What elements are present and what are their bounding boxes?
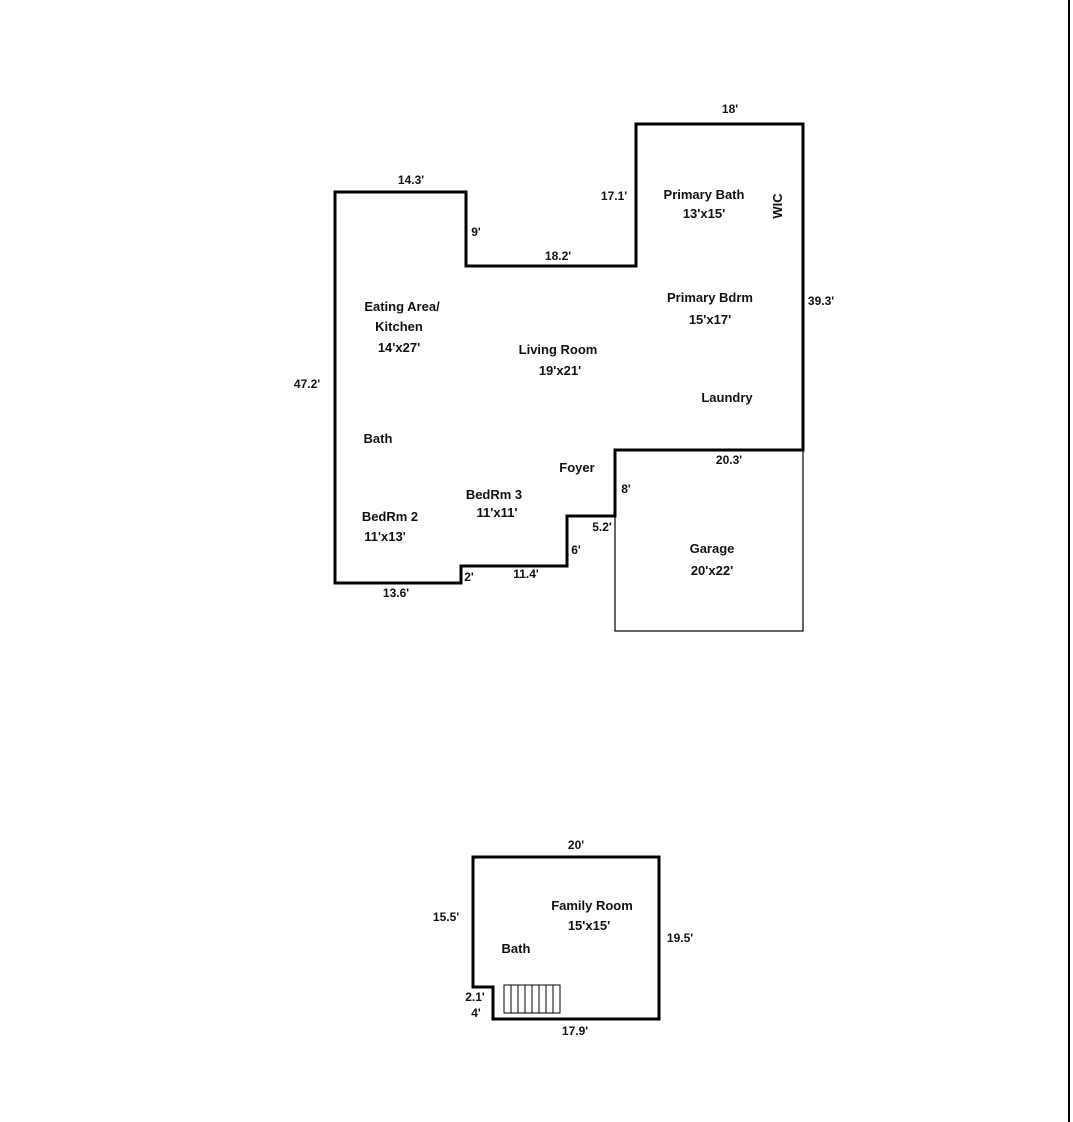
primary-bath-size: 13'x15'	[683, 206, 725, 221]
dim-39-3: 39.3'	[808, 294, 834, 308]
bedrm-2-label: BedRm 2	[362, 509, 418, 524]
family-room-size: 15'x15'	[568, 918, 610, 933]
main-floor: Eating Area/ Kitchen 14'x27' Living Room…	[294, 102, 834, 632]
foyer-label: Foyer	[559, 460, 594, 475]
garage-label: Garage	[690, 541, 735, 556]
eating-kitchen-label: Eating Area/	[364, 299, 440, 314]
bath-label: Bath	[364, 431, 393, 446]
garage-outline	[614, 449, 804, 632]
dim-lower-4: 4'	[471, 1006, 481, 1020]
wic-label: WIC	[770, 193, 785, 219]
dim-18-2: 18.2'	[545, 249, 571, 263]
laundry-label: Laundry	[701, 390, 753, 405]
living-room-size: 19'x21'	[539, 363, 581, 378]
stairs-icon	[503, 984, 561, 1014]
dim-8: 8'	[621, 482, 631, 496]
eating-kitchen-label-2: Kitchen	[375, 319, 423, 334]
dim-13-6: 13.6'	[383, 586, 409, 600]
eating-kitchen-size: 14'x27'	[378, 340, 420, 355]
primary-bath-label: Primary Bath	[664, 187, 745, 202]
bedrm-3-label: BedRm 3	[466, 487, 522, 502]
dim-lower-15-5: 15.5'	[433, 910, 459, 924]
dim-2: 2'	[464, 570, 474, 584]
primary-bdrm-size: 15'x17'	[689, 312, 731, 327]
dim-5-2: 5.2'	[592, 520, 612, 534]
dim-20-3: 20.3'	[716, 453, 742, 467]
dim-lower-20: 20'	[568, 838, 584, 852]
lower-bath-label: Bath	[502, 941, 531, 956]
lower-floor-outline	[471, 855, 661, 1021]
dim-lower-17-9: 17.9'	[562, 1024, 588, 1038]
dim-47-2: 47.2'	[294, 377, 320, 391]
living-room-label: Living Room	[519, 342, 598, 357]
dim-top-14-3: 14.3'	[398, 173, 424, 187]
dim-lower-2-1: 2.1'	[465, 990, 485, 1004]
dim-11-4: 11.4'	[513, 567, 539, 581]
lower-floor: Family Room 15'x15' Bath 20' 15.5' 19.5'…	[433, 838, 693, 1038]
bedrm-2-size: 11'x13'	[364, 529, 406, 544]
primary-bdrm-label: Primary Bdrm	[667, 290, 753, 305]
bedrm-3-size: 11'x11'	[477, 505, 518, 520]
dim-9: 9'	[471, 225, 481, 239]
garage-size: 20'x22'	[691, 563, 733, 578]
dim-17-1: 17.1'	[601, 189, 627, 203]
family-room-label: Family Room	[551, 898, 633, 913]
dim-lower-19-5: 19.5'	[667, 931, 693, 945]
dim-top-18: 18'	[722, 102, 738, 116]
dim-6: 6'	[571, 543, 581, 557]
